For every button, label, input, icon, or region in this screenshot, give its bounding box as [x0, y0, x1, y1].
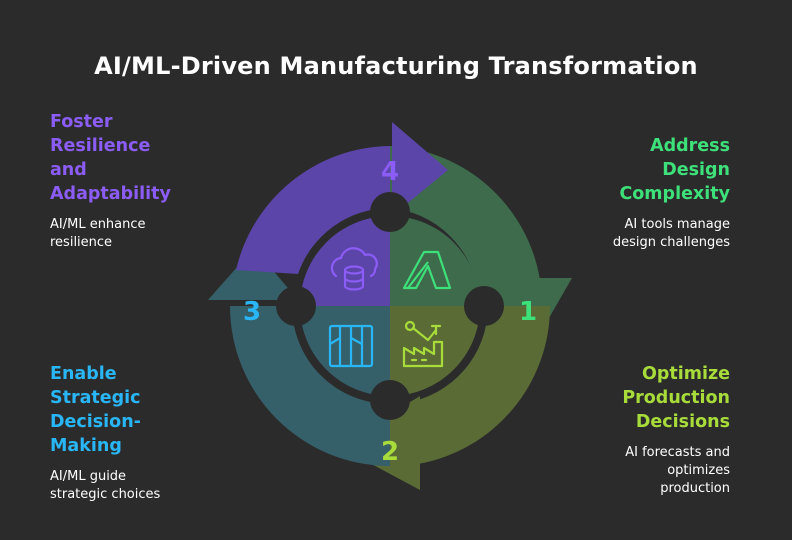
inner-quadrant-4 — [300, 216, 390, 306]
step-number-2: 2 — [381, 437, 399, 467]
step-3-text: Enable Strategic Decision- Making AI/ML … — [50, 362, 160, 504]
notch-left — [276, 286, 316, 326]
step-number-4: 4 — [381, 157, 399, 187]
notch-bottom — [370, 380, 410, 420]
step-2-text: Optimize Production Decisions AI forecas… — [622, 362, 730, 498]
cloud-database-icon — [330, 247, 378, 291]
notch-top — [370, 192, 410, 232]
step-3-description: AI/ML guide strategic choices — [50, 469, 161, 502]
step-number-1: 1 — [519, 297, 537, 327]
diagram-title: AI/ML-Driven Manufacturing Transformatio… — [94, 52, 698, 80]
inner-quadrant-3 — [300, 306, 390, 396]
step-2-heading: Optimize Production Decisions — [622, 364, 730, 432]
step-1-text: Address Design Complexity AI tools manag… — [613, 134, 730, 252]
step-1-heading: Address Design Complexity — [619, 136, 730, 204]
arrow-head-step-3 — [208, 248, 298, 300]
step-4-description: AI/ML enhance resilience — [50, 217, 146, 250]
arc-step-2 — [404, 306, 551, 464]
server-rack-icon — [328, 324, 374, 368]
factory-robot-arm-icon — [402, 320, 444, 368]
step-2-description: AI forecasts and optimizes production — [625, 445, 730, 496]
step-1-description: AI tools manage design challenges — [612, 217, 730, 250]
step-3-heading: Enable Strategic Decision- Making — [50, 364, 141, 456]
step-4-heading: Foster Resilience and Adaptability — [50, 112, 171, 204]
step-number-3: 3 — [243, 297, 261, 327]
arrow-head-step-4 — [392, 122, 448, 216]
autodesk-logo-icon — [402, 250, 452, 290]
arc-step-3 — [230, 306, 390, 466]
step-4-text: Foster Resilience and Adaptability AI/ML… — [50, 110, 171, 252]
arc-step-4 — [236, 146, 390, 274]
notch-right — [464, 286, 504, 326]
